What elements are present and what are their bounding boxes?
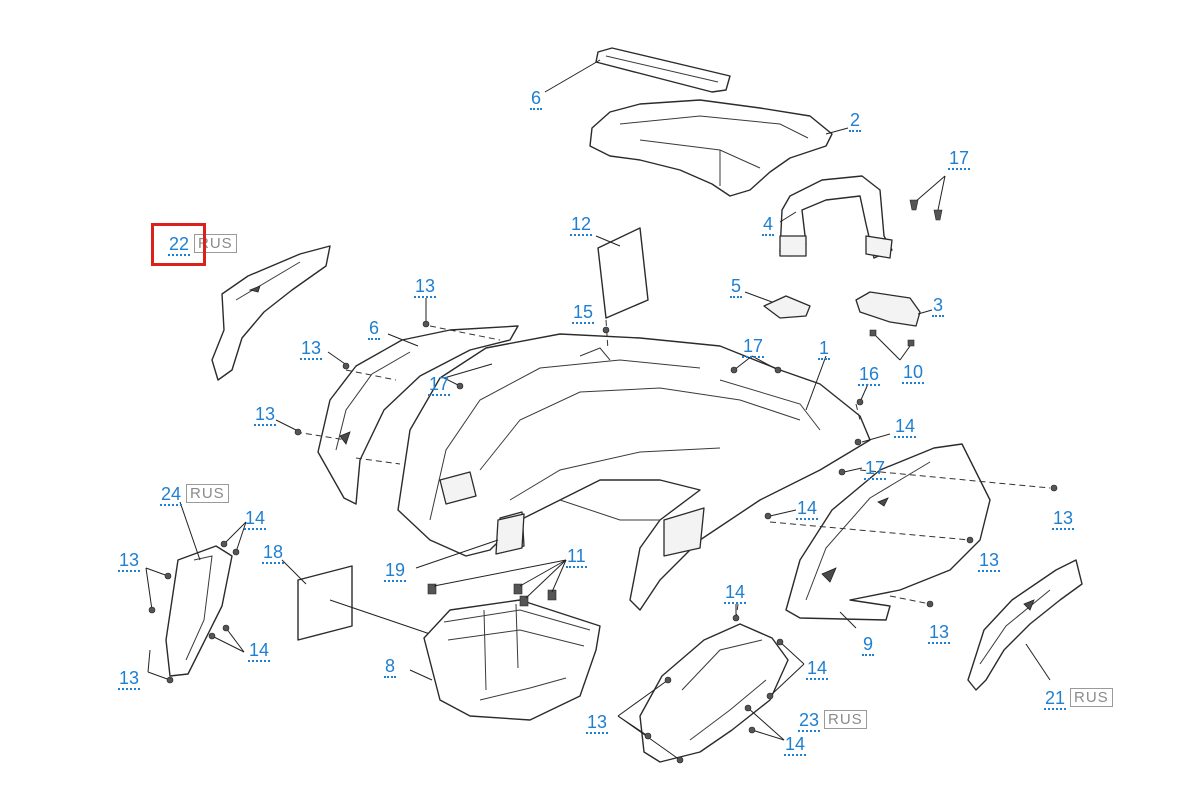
callout-7[interactable]: 6 — [530, 88, 543, 110]
callout-13-f[interactable]: 13 — [118, 550, 141, 572]
callout-13-i[interactable]: 13 — [586, 712, 609, 734]
part-4-strap — [779, 175, 893, 259]
callout-17-mid[interactable]: 17 — [428, 374, 451, 396]
callout-14-d[interactable]: 14 — [724, 582, 747, 604]
rus-badge-21: RUS — [1070, 688, 1113, 707]
callout-13-e[interactable]: 13 — [978, 550, 1001, 572]
highlight-selection-box — [151, 223, 206, 266]
callout-15-b[interactable]: 16 — [858, 364, 881, 386]
callout-14-c[interactable]: 14 — [244, 508, 267, 530]
part-8-storage-box — [409, 599, 601, 721]
callout-leaders — [145, 59, 1051, 761]
callout-18[interactable]: 18 — [262, 542, 285, 564]
part-7-strip — [595, 47, 731, 93]
callout-13-a[interactable]: 13 — [414, 276, 437, 298]
part-10-fasteners — [869, 329, 915, 361]
callout-24[interactable]: 24 — [160, 484, 183, 506]
callout-3[interactable]: 3 — [932, 295, 945, 317]
callout-14-b[interactable]: 14 — [796, 498, 819, 520]
callout-6[interactable]: 6 — [368, 318, 381, 340]
callout-12[interactable]: 12 — [570, 214, 593, 236]
callout-14-a[interactable]: 14 — [894, 416, 917, 438]
part-11-bolts — [427, 559, 567, 607]
rus-badge-22: RUS — [194, 234, 237, 253]
part-23-mudguard — [639, 623, 789, 763]
part-9-right-fender — [785, 443, 991, 621]
callout-10[interactable]: 10 — [902, 362, 925, 384]
callout-13-d[interactable]: 13 — [1052, 508, 1075, 530]
callout-14-f[interactable]: 14 — [806, 658, 829, 680]
rus-badge-24: RUS — [186, 484, 229, 503]
callout-15-a[interactable]: 15 — [572, 302, 595, 324]
callout-9[interactable]: 9 — [862, 634, 875, 656]
callout-13-b[interactable]: 13 — [300, 338, 323, 360]
callout-13-c[interactable]: 13 — [254, 404, 277, 426]
callout-11[interactable]: 11 — [566, 546, 587, 568]
part-21-trim — [967, 559, 1083, 691]
callout-13-h[interactable]: 13 — [118, 668, 141, 690]
callout-2[interactable]: 2 — [849, 110, 862, 132]
part-22-trim — [211, 245, 331, 381]
part-24-mudguard — [165, 545, 233, 677]
part-5-cover — [744, 291, 811, 319]
callout-17-low[interactable]: 17 — [864, 458, 887, 480]
callout-14-g[interactable]: 14 — [784, 734, 807, 756]
part-2-top-panel — [589, 99, 833, 197]
callout-4[interactable]: 4 — [762, 214, 775, 236]
rus-badge-23: RUS — [824, 710, 867, 729]
callout-19[interactable]: 19 — [384, 560, 407, 582]
fasteners — [148, 320, 1058, 764]
callout-14-e[interactable]: 14 — [248, 640, 271, 662]
callout-8[interactable]: 8 — [384, 656, 397, 678]
part-12-pad — [595, 227, 649, 319]
callout-22[interactable]: 22 — [168, 234, 191, 256]
part-6-left-fender — [317, 325, 519, 505]
callout-1[interactable]: 1 — [818, 338, 831, 360]
callout-13-g[interactable]: 13 — [928, 622, 951, 644]
part-17-clips — [909, 175, 946, 221]
callout-23[interactable]: 23 — [798, 710, 821, 732]
part-19-plate — [415, 513, 525, 569]
callout-17-top[interactable]: 17 — [948, 148, 971, 170]
callout-16[interactable]: 17 — [742, 336, 765, 358]
part-18-sheet — [281, 559, 431, 641]
part-3-bracket — [855, 291, 933, 327]
callout-21[interactable]: 21 — [1044, 688, 1067, 710]
callout-5[interactable]: 5 — [730, 276, 743, 298]
